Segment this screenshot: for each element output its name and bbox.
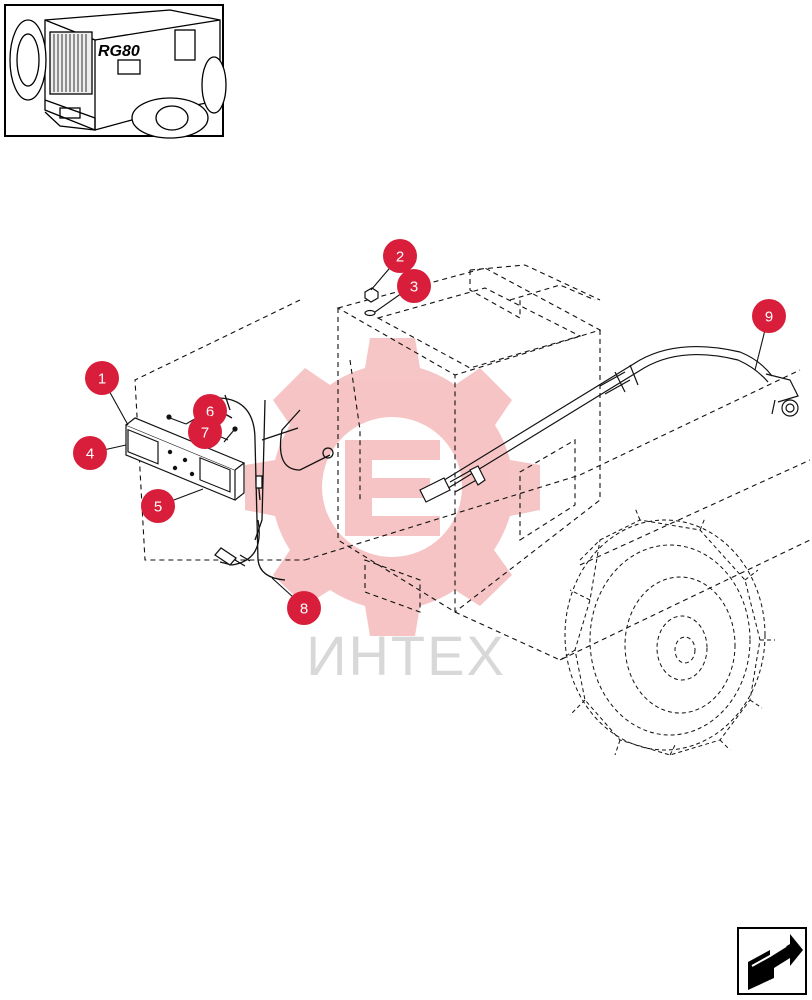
callout-label: 6 xyxy=(206,404,214,421)
callout-3[interactable]: 3 xyxy=(397,269,431,303)
callout-label: 7 xyxy=(201,425,209,442)
right-lamp[interactable] xyxy=(199,456,231,493)
callout-label: 8 xyxy=(300,601,308,618)
callout-label: 2 xyxy=(396,249,404,266)
callout-9[interactable]: 9 xyxy=(752,299,786,333)
left-lamp[interactable] xyxy=(127,428,159,465)
callout-label: 4 xyxy=(86,446,94,463)
callout-label: 9 xyxy=(765,309,773,326)
lamp-screws[interactable] xyxy=(166,414,238,443)
callout-8[interactable]: 8 xyxy=(287,591,321,625)
callout-label: 1 xyxy=(98,371,106,388)
rear-tire xyxy=(559,507,775,756)
watermark-logo xyxy=(245,338,540,636)
callout-7[interactable]: 7 xyxy=(188,415,222,449)
model-badge: RG80 xyxy=(98,43,140,60)
next-page-arrow-icon xyxy=(748,934,803,990)
callout-4[interactable]: 4 xyxy=(73,436,107,470)
next-page-button[interactable] xyxy=(737,927,807,995)
main-power-cable[interactable] xyxy=(419,345,799,503)
callout-5[interactable]: 5 xyxy=(141,489,175,523)
lamp-wiring-harness[interactable] xyxy=(214,394,334,581)
rear-lamp-bracket[interactable] xyxy=(125,417,246,501)
callout-2[interactable]: 2 xyxy=(383,239,417,273)
machine-thumbnail[interactable]: RG80 xyxy=(4,4,227,139)
callout-1[interactable]: 1 xyxy=(85,361,119,395)
watermark-text: ИНТЕХ xyxy=(306,624,506,687)
callout-label: 5 xyxy=(154,499,162,516)
callout-label: 3 xyxy=(410,279,418,296)
